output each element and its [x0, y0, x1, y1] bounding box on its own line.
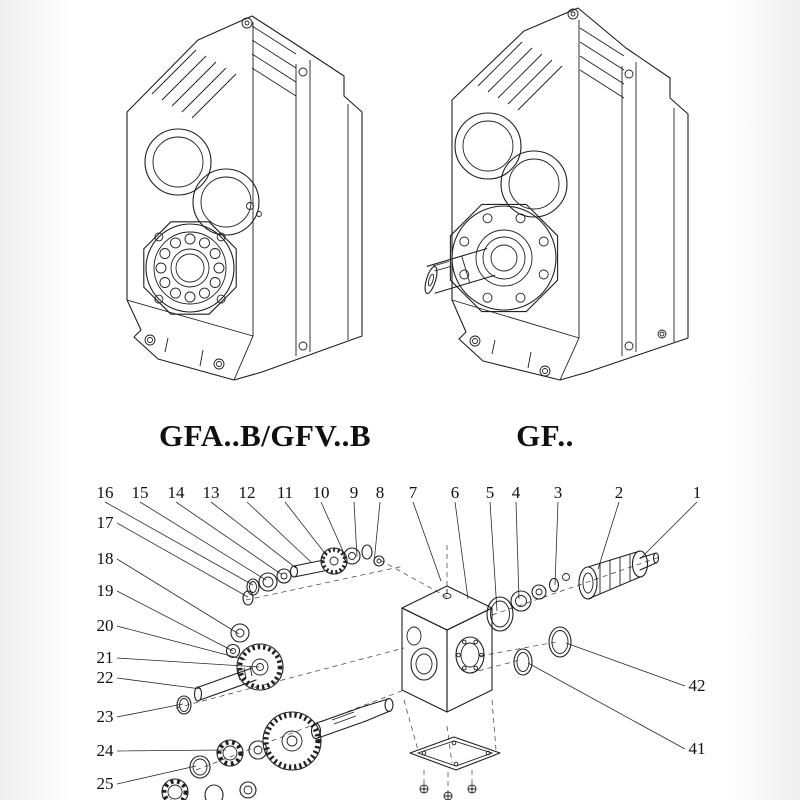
- leader-lines-top: [104, 501, 698, 612]
- figure-label-gfab: GFA..B/GFV..B: [158, 418, 372, 453]
- callout-42: 42: [689, 676, 706, 695]
- gf-gearbox-drawing: [424, 7, 689, 381]
- hub-ring-inner: [482, 236, 526, 280]
- exploded-parts-diagram: 16 15 14 13 12 11 10 9 8 7 6 5 4 3 2 1 1…: [97, 483, 706, 800]
- callout-15: 15: [132, 483, 149, 502]
- second-bore-inner: [508, 158, 560, 210]
- hollow-shaft-bore: [170, 248, 210, 288]
- callout-12: 12: [239, 483, 256, 502]
- hollow-shaft-bore-inner: [175, 253, 205, 283]
- callout-6: 6: [451, 483, 460, 502]
- front-bottom-edge: [451, 299, 580, 381]
- callout-5: 5: [486, 483, 495, 502]
- output-flange-octagon: [143, 221, 237, 315]
- rib-boss: [298, 67, 308, 77]
- output-shaft: [424, 248, 496, 295]
- mounting-feet: [144, 334, 225, 370]
- oil-plug-inner: [570, 11, 576, 17]
- rib-boss: [298, 341, 308, 351]
- callout-21: 21: [97, 648, 114, 667]
- top-right-ribs: [579, 27, 625, 99]
- input-bore: [144, 128, 212, 196]
- side-rib-bar: [295, 60, 349, 356]
- output-flange-octagon: [449, 203, 559, 313]
- flange-bolt-holes: [459, 213, 549, 303]
- callout-17: 17: [97, 513, 115, 532]
- callout-22: 22: [97, 668, 114, 687]
- oil-plug: [241, 17, 253, 29]
- rib-boss: [624, 341, 634, 351]
- bearing-outer-ring: [145, 223, 235, 313]
- oil-plug-inner: [244, 20, 250, 26]
- oil-plug: [567, 8, 579, 20]
- callout-19: 19: [97, 581, 114, 600]
- callout-numbers: 16 15 14 13 12 11 10 9 8 7 6 5 4 3 2 1 1…: [97, 483, 706, 793]
- rib-boss: [624, 69, 634, 79]
- leader-lines-left: [116, 522, 260, 785]
- callout-14: 14: [168, 483, 186, 502]
- flange-bolt-holes: [154, 232, 226, 304]
- callout-9: 9: [350, 483, 359, 502]
- leader-lines-right: [527, 642, 686, 750]
- output-shaft-part: [310, 697, 394, 740]
- input-bore-inner: [462, 120, 514, 172]
- top-left-ribs: [477, 41, 563, 111]
- callout-8: 8: [376, 483, 385, 502]
- boss-hole: [246, 202, 254, 210]
- cover-ring-parts: [513, 626, 572, 676]
- callout-2: 2: [615, 483, 624, 502]
- callout-1: 1: [693, 483, 702, 502]
- callout-4: 4: [512, 483, 521, 502]
- cover-plate-parts: [409, 736, 501, 800]
- input-bore-inner: [152, 136, 204, 188]
- gfab-gearbox-drawing: [126, 15, 363, 381]
- callout-41: 41: [689, 739, 706, 758]
- housing-part: [401, 585, 493, 713]
- output-gear-parts: [161, 697, 394, 800]
- input-unit-parts: [486, 550, 660, 632]
- bolt-parts: [419, 784, 477, 800]
- callout-16: 16: [97, 483, 114, 502]
- input-adapter-unit: [578, 550, 660, 600]
- callout-25: 25: [97, 774, 114, 793]
- hub-bore: [490, 244, 518, 272]
- callout-20: 20: [97, 616, 114, 635]
- second-bore-inner: [200, 176, 252, 228]
- top-right-ribs: [251, 25, 297, 97]
- mounting-feet: [469, 329, 667, 377]
- callout-3: 3: [554, 483, 563, 502]
- callout-11: 11: [277, 483, 293, 502]
- flange-circle: [451, 205, 557, 311]
- assembly-axis-lines: [175, 545, 661, 792]
- callout-13: 13: [203, 483, 220, 502]
- second-bore: [500, 150, 568, 218]
- bearing-race: [153, 231, 227, 305]
- hub-ring: [475, 229, 533, 287]
- housing-outline: [451, 7, 689, 381]
- side-rib-bar: [621, 62, 675, 356]
- housing-flange-bolts: [456, 639, 484, 671]
- input-bore: [454, 112, 522, 180]
- callout-23: 23: [97, 707, 114, 726]
- boss-hole: [256, 211, 262, 217]
- callout-7: 7: [409, 483, 418, 502]
- callout-10: 10: [313, 483, 330, 502]
- callout-18: 18: [97, 549, 114, 568]
- intermediate-gear-parts: [176, 590, 284, 715]
- input-shaft-parts: [246, 544, 385, 596]
- housing-outline: [126, 15, 363, 381]
- bearing-balls: [155, 233, 225, 303]
- gearbox-drawings: [126, 7, 689, 381]
- top-left-ribs: [151, 49, 237, 119]
- second-bore: [192, 168, 260, 236]
- callout-24: 24: [97, 741, 115, 760]
- figure-label-gf: GF..: [516, 418, 574, 453]
